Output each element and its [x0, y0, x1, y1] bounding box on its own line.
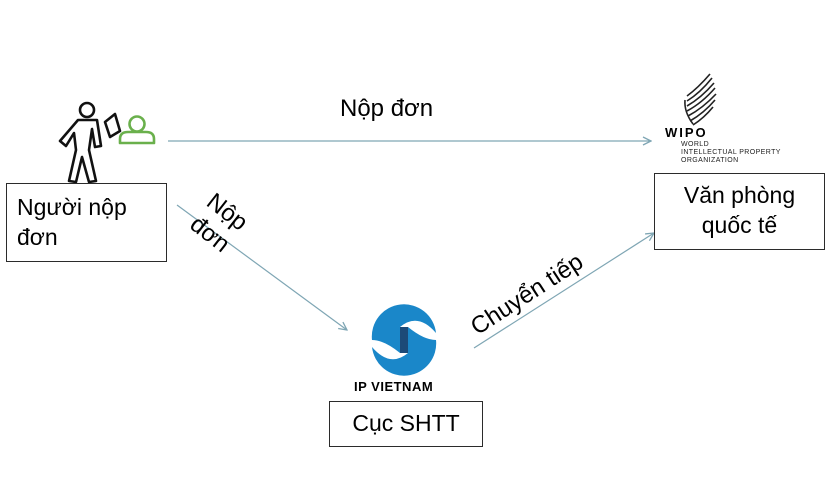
wipo-logo-text: WIPO — [665, 125, 708, 140]
international-office-label-line2: quốc tế — [655, 210, 824, 240]
wipo-sub-line1: WORLD — [681, 141, 781, 149]
ip-vietnam-logo — [369, 304, 439, 375]
applicant-box: Người nộp đơn — [6, 183, 167, 262]
edge-label-applicant-to-wipo: Nộp đơn — [340, 95, 433, 123]
person-walking-icon — [60, 103, 120, 182]
wipo-logo-subtext: WORLD INTELLECTUAL PROPERTY ORGANIZATION — [681, 141, 781, 165]
applicant-label-line1: Người nộp — [17, 192, 166, 222]
wipo-logo — [685, 74, 716, 125]
arrow-ipvn-to-wipo — [474, 233, 654, 348]
international-office-label-line1: Văn phòng — [655, 180, 824, 210]
ipvn-box: Cục SHTT — [329, 401, 483, 447]
international-office-box: Văn phòng quốc tế — [654, 173, 825, 250]
user-icon — [120, 117, 154, 144]
applicant-label-line2: đơn — [17, 222, 166, 252]
wipo-sub-line3: ORGANIZATION — [681, 157, 781, 165]
ipvn-logo-text: IP VIETNAM — [354, 379, 433, 394]
wipo-sub-line2: INTELLECTUAL PROPERTY — [681, 149, 781, 157]
